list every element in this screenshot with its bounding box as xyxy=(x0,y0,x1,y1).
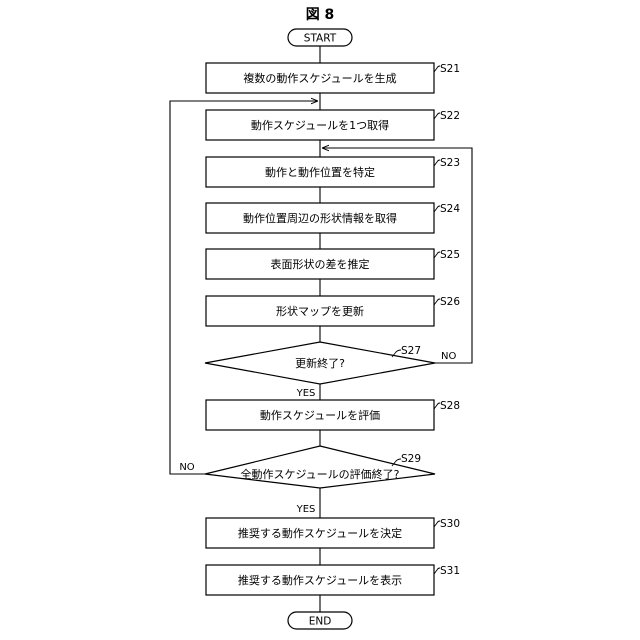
step-s27-id: S27 xyxy=(401,345,421,357)
step-s23-label: 動作と動作位置を特定 xyxy=(265,165,375,179)
step-s30-id: S30 xyxy=(440,518,460,530)
step-s31-label: 推奨する動作スケジュールを表示 xyxy=(238,573,402,587)
step-s30-label: 推奨する動作スケジュールを決定 xyxy=(238,526,402,540)
step-s28-id: S28 xyxy=(440,400,460,412)
start-label: START xyxy=(304,33,337,45)
step-s24-id: S24 xyxy=(440,203,460,215)
step-s24-label: 動作位置周辺の形状情報を取得 xyxy=(243,211,397,225)
step-s26-id: S26 xyxy=(440,296,460,308)
step-s27-label: 更新終了? xyxy=(295,356,345,370)
step-s31-id: S31 xyxy=(440,565,460,577)
figure-title: 図 8 xyxy=(306,7,335,23)
step-s25-label: 表面形状の差を推定 xyxy=(271,257,370,271)
step-s23-id: S23 xyxy=(440,157,460,169)
step-s25-id: S25 xyxy=(440,249,460,261)
step-s29-id: S29 xyxy=(401,453,421,465)
end-label: END xyxy=(309,616,332,628)
step-s21-label: 複数の動作スケジュールを生成 xyxy=(243,71,396,85)
step-s22-id: S22 xyxy=(440,110,460,122)
s27-yes-label: YES xyxy=(296,388,316,399)
step-s29-label: 全動作スケジュールの評価終了? xyxy=(240,467,399,481)
s29-no-label: NO xyxy=(179,462,194,473)
step-s22-label: 動作スケジュールを1つ取得 xyxy=(251,118,389,132)
step-s26-label: 形状マップを更新 xyxy=(276,304,364,318)
step-s28-label: 動作スケジュールを評価 xyxy=(260,408,380,422)
s29-yes-label: YES xyxy=(296,504,316,515)
s27-no-label: NO xyxy=(441,351,456,362)
step-s21-id: S21 xyxy=(440,63,460,75)
